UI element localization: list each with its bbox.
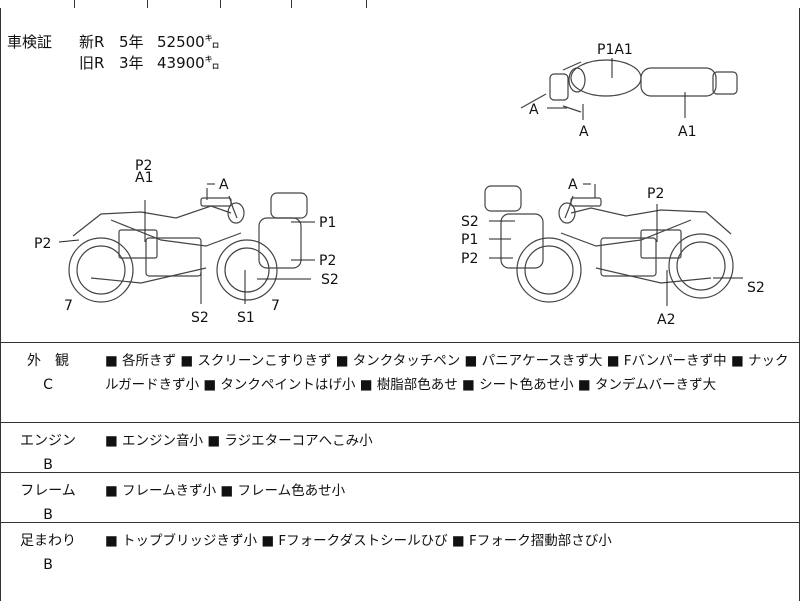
label-a: A — [219, 177, 229, 193]
inspection-row-old: 旧R 3年 43900㌔ — [79, 54, 220, 72]
top-view-labels: P1A1 A A A1 — [529, 42, 696, 140]
label-a1: A1 — [678, 124, 696, 140]
label-s1: S1 — [237, 310, 255, 326]
label-s2: S2 — [191, 310, 209, 326]
condition-category: 外 観 — [27, 353, 69, 369]
condition-category: フレーム — [20, 483, 76, 499]
right-view-motorcycle-icon — [484, 184, 734, 303]
label-p2: P2 — [647, 186, 664, 202]
condition-items: ■ フレームきず小 ■ フレーム色あせ小 — [105, 483, 346, 499]
condition-items: ■ 各所きず ■ スクリーンこすりきず ■ タンクタッチペン ■ パニアケースき… — [105, 353, 789, 393]
condition-grade: C — [43, 377, 53, 393]
top-view-motorcycle-icon — [520, 59, 738, 113]
condition-category: エンジン — [20, 433, 76, 449]
inspection-row-new: 車検証 新R 5年 52500㌔ — [7, 33, 220, 51]
label-p2: P2 — [461, 251, 478, 267]
inspection-certificate: 車検証 新R 5年 52500㌔ 旧R 3年 43900㌔ — [7, 32, 220, 74]
condition-row-frame: フレーム B ■ フレームきず小 ■ フレーム色あせ小 — [0, 473, 800, 523]
label-a: A — [529, 102, 539, 118]
label-7: 7 — [271, 298, 280, 314]
damage-diagram-panel: 車検証 新R 5年 52500㌔ 旧R 3年 43900㌔ — [0, 8, 800, 342]
condition-table: 外 観 C ■ 各所きず ■ スクリーンこすりきず ■ タンクタッチペン ■ パ… — [0, 342, 800, 601]
label-s2: S2 — [461, 214, 479, 230]
label-a1: A1 — [135, 170, 153, 186]
left-view-labels: P2 A1 A P2 P1 P2 S2 7 S2 S1 7 — [34, 158, 339, 326]
right-view-labels: A P2 S2 P1 P2 S2 A2 — [461, 177, 765, 328]
top-table-edge — [0, 0, 800, 8]
label-s2: S2 — [747, 280, 765, 296]
condition-row-suspension: 足まわり B ■ トップブリッジきず小 ■ Fフォークダストシールひび ■ Fフ… — [0, 523, 800, 601]
label-p2: P2 — [319, 253, 336, 269]
left-view-motorcycle-icon — [68, 188, 308, 303]
condition-grade: B — [43, 557, 53, 573]
leader-lines — [58, 58, 743, 306]
motorcycle-diagrams: P1A1 A A A1 P2 A1 A P2 P1 P2 S2 7 S2 S1 … — [34, 42, 765, 328]
label-a: A — [568, 177, 578, 193]
label-a: A — [579, 124, 589, 140]
inspection-label: 車検証 — [7, 33, 53, 51]
label-a2: A2 — [657, 312, 675, 328]
label-7: 7 — [64, 298, 73, 314]
condition-items: ■ トップブリッジきず小 ■ Fフォークダストシールひび ■ Fフォーク摺動部さ… — [105, 533, 612, 549]
label-s2: S2 — [321, 272, 339, 288]
condition-items: ■ エンジン音小 ■ ラジエターコアへこみ小 — [105, 433, 373, 449]
label-p2: P2 — [135, 158, 152, 174]
label-p1: P1 — [319, 215, 336, 231]
condition-category: 足まわり — [20, 533, 76, 549]
label-p2: P2 — [34, 236, 51, 252]
condition-grade: B — [43, 457, 53, 473]
condition-row-engine: エンジン B ■ エンジン音小 ■ ラジエターコアへこみ小 — [0, 423, 800, 473]
label-p1a1: P1A1 — [597, 42, 633, 58]
condition-row-exterior: 外 観 C ■ 各所きず ■ スクリーンこすりきず ■ タンクタッチペン ■ パ… — [0, 343, 800, 423]
condition-grade: B — [43, 507, 53, 523]
label-p1: P1 — [461, 232, 478, 248]
